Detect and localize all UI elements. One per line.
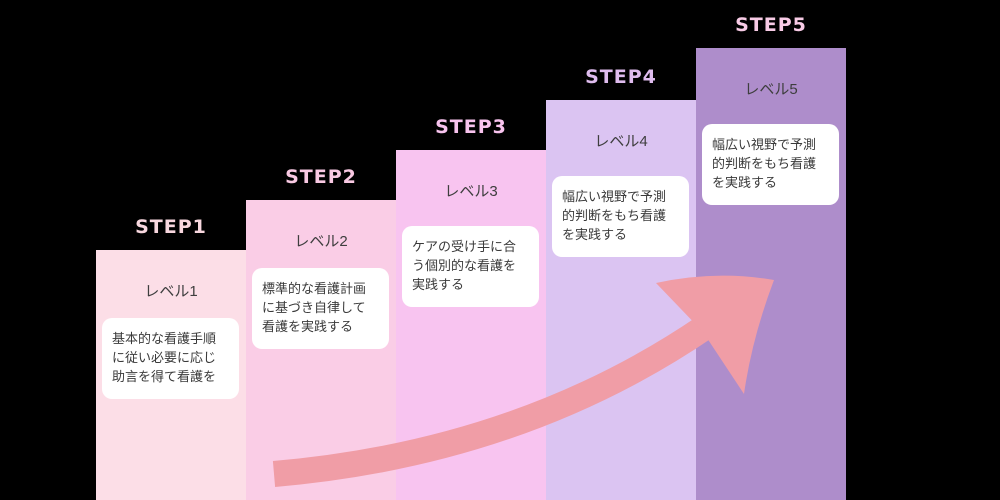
step-column-5: STEP5 レベル5 幅広い視野で予測 的判断をもち看護 を実践する xyxy=(696,14,846,500)
level4-description-text: 幅広い視野で予測 的判断をもち看護 を実践する xyxy=(562,189,667,242)
level4-description-box: 幅広い視野で予測 的判断をもち看護 を実践する xyxy=(552,176,689,257)
level2-label: レベル2 xyxy=(294,233,348,250)
step4-label: STEP4 xyxy=(585,66,657,88)
level5-label: レベル5 xyxy=(744,81,798,98)
level5-description-box: 幅広い視野で予測 的判断をもち看護 を実践する xyxy=(702,124,839,205)
level3-description-text: ケアの受け手に合 う個別的な看護を 実践する xyxy=(412,239,517,292)
level5-description-text: 幅広い視野で予測 的判断をもち看護 を実践する xyxy=(712,137,817,190)
level1-description-text: 基本的な看護手順 に従い必要に応じ 助言を得て看護を xyxy=(112,331,217,384)
level1-description-box: 基本的な看護手順 に従い必要に応じ 助言を得て看護を xyxy=(102,318,239,399)
level4-label: レベル4 xyxy=(594,133,648,150)
step-column-4: STEP4 レベル4 幅広い視野で予測 的判断をもち看護 を実践する xyxy=(546,66,696,500)
step1-label: STEP1 xyxy=(135,216,207,238)
level3-description-box: ケアの受け手に合 う個別的な看護を 実践する xyxy=(402,226,539,307)
level2-description-box: 標準的な看護計画 に基づき自律して 看護を実践する xyxy=(252,268,389,349)
step3-label: STEP3 xyxy=(435,116,507,138)
step-column-1: STEP1 レベル1 基本的な看護手順 に従い必要に応じ 助言を得て看護を xyxy=(96,216,246,500)
level2-description-text: 標準的な看護計画 に基づき自律して 看護を実践する xyxy=(262,281,367,334)
step5-label: STEP5 xyxy=(735,14,807,36)
step-column-3: STEP3 レベル3 ケアの受け手に合 う個別的な看護を 実践する xyxy=(396,116,546,500)
step-column-2: STEP2 レベル2 標準的な看護計画 に基づき自律して 看護を実践する xyxy=(246,166,396,500)
step2-label: STEP2 xyxy=(285,166,357,188)
level3-label: レベル3 xyxy=(444,183,498,200)
level1-label: レベル1 xyxy=(144,283,198,300)
